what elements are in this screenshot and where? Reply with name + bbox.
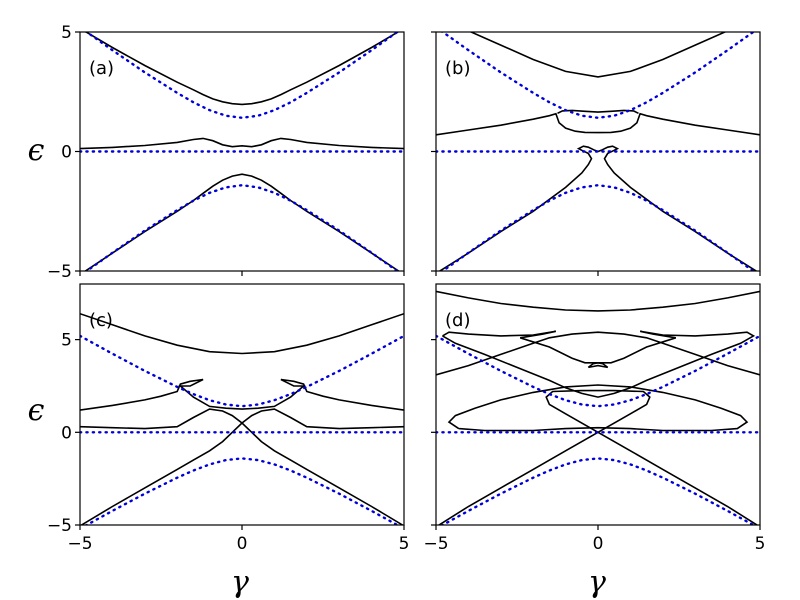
dotted-blue-curve-5 xyxy=(84,183,400,271)
y-tick-label: 5 xyxy=(61,331,72,351)
dotted-blue-curve-8 xyxy=(440,457,756,525)
y-tick-label: −5 xyxy=(47,262,72,282)
solid-black-curve-1 xyxy=(436,112,760,136)
panel-label: (d) xyxy=(445,310,470,331)
solid-black-curve-3 xyxy=(587,361,609,369)
solid-black-curve-1 xyxy=(80,137,404,150)
solid-black-curve-0 xyxy=(84,32,400,106)
plot-area xyxy=(436,32,760,271)
x-tick-label: 5 xyxy=(399,534,410,554)
solid-black-curve-2 xyxy=(83,173,401,271)
solid-black-curve-3 xyxy=(80,408,404,525)
axes-frame xyxy=(79,283,405,526)
solid-black-curve-0 xyxy=(469,32,727,78)
x-axis-label-left: γ xyxy=(231,565,249,600)
dotted-blue-curve-6 xyxy=(84,457,400,525)
solid-black-curve-3 xyxy=(438,145,758,271)
x-tick-label: 5 xyxy=(755,534,766,554)
solid-black-curve-2 xyxy=(442,330,756,398)
dotted-blue-curve-4 xyxy=(80,334,404,408)
plot-area xyxy=(436,290,760,525)
y-tick-label: 5 xyxy=(61,23,72,43)
panel-label: (b) xyxy=(445,58,470,79)
dotted-blue-curve-4 xyxy=(440,32,756,120)
dotted-blue-curve-6 xyxy=(436,334,760,408)
y-tick-label: 0 xyxy=(61,423,72,443)
y-tick-label: 0 xyxy=(61,143,72,163)
dotted-blue-curve-3 xyxy=(84,32,400,120)
x-tick-label: −5 xyxy=(423,534,448,554)
y-axis-label-top: ϵ xyxy=(28,133,45,168)
x-tick-label: 0 xyxy=(593,534,604,554)
panel-c: −5 0 5 −5 0 5 (c) xyxy=(47,283,410,554)
solid-black-curve-0 xyxy=(436,290,760,312)
solid-black-curve-0 xyxy=(80,312,404,355)
x-tick-label: −5 xyxy=(67,534,92,554)
plot-area xyxy=(80,312,404,525)
solid-black-curve-2 xyxy=(80,408,404,525)
panel-d: −5 0 5 (d) xyxy=(423,283,766,554)
panel-label: (a) xyxy=(89,58,114,79)
panel-b: (b) xyxy=(431,31,761,276)
x-tick-label: 0 xyxy=(237,534,248,554)
solid-black-curve-5 xyxy=(447,384,749,432)
panel-a: −5 0 5 (a) xyxy=(47,23,405,282)
panel-label: (c) xyxy=(89,310,113,331)
x-axis-label-right: γ xyxy=(588,565,606,600)
solid-black-curve-4 xyxy=(437,389,759,525)
solid-black-curve-1 xyxy=(436,331,760,376)
plot-area xyxy=(80,32,404,271)
y-tick-label: −5 xyxy=(47,516,72,536)
y-axis-label-bottom: ϵ xyxy=(28,393,45,428)
solid-black-curve-1 xyxy=(80,378,404,411)
dotted-blue-curve-6 xyxy=(440,183,756,271)
